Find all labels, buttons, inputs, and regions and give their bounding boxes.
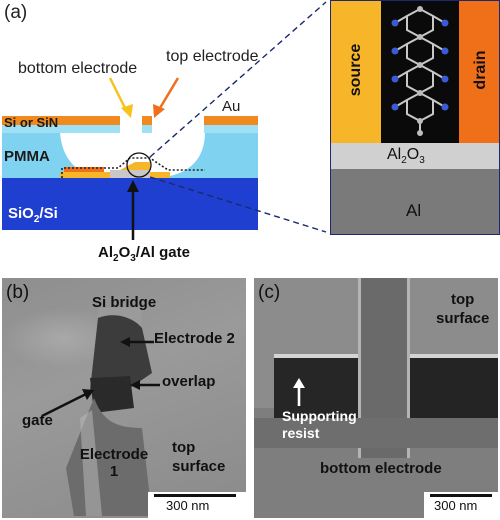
panel-b: (b) Si bridge Electrode 2 overlap gate E… bbox=[2, 278, 246, 518]
panel-c: (c) top surface Supporting resist bottom… bbox=[254, 278, 498, 518]
zoom-line-bottom bbox=[149, 176, 327, 233]
gate-step bbox=[120, 162, 150, 170]
inset-al2o3-layer bbox=[331, 143, 499, 169]
scale-bar-c-line bbox=[430, 494, 492, 497]
electrode-2-arrow bbox=[120, 337, 154, 347]
scale-bar-b-text: 300 nm bbox=[166, 498, 210, 513]
panel-a-label: (a) bbox=[4, 2, 28, 23]
top-surface-c-line2: surface bbox=[436, 310, 490, 327]
inset-drain-electrode bbox=[459, 1, 499, 143]
gate-text-1: Al bbox=[98, 244, 113, 261]
gate-b-arrow bbox=[41, 389, 94, 418]
top-surface-b-line2: surface bbox=[172, 458, 226, 475]
scale-bar-c-text: 300 nm bbox=[434, 498, 478, 513]
inset-al2o3-text-1: Al bbox=[387, 146, 402, 163]
label-au: Au bbox=[222, 98, 241, 115]
label-top-surface-b: top surface bbox=[172, 438, 225, 476]
overlap-arrow bbox=[130, 380, 160, 390]
label-gate: Al2O3/Al gate bbox=[98, 244, 190, 264]
molecule-inset: source drain Al2O3 Al bbox=[330, 0, 500, 235]
cross-section-diagram bbox=[2, 1, 327, 240]
si-sin-layer-right bbox=[142, 125, 152, 133]
sem-b-structure bbox=[66, 308, 152, 516]
label-electrode-1: Electrode 1 bbox=[74, 446, 154, 480]
electrode-2-shape bbox=[90, 315, 152, 390]
label-supporting-resist: Supporting resist bbox=[282, 408, 357, 442]
si-sin-layer-far-right bbox=[204, 125, 258, 133]
sio2-sub: 2 bbox=[33, 214, 40, 225]
zoom-circle bbox=[126, 152, 152, 178]
gate-sub-2: 3 bbox=[130, 253, 136, 264]
au-layer-mid bbox=[142, 116, 152, 125]
gate-oxide bbox=[110, 170, 150, 178]
panel-b-label: (b) bbox=[6, 282, 30, 303]
sem-c-cavity-right bbox=[404, 354, 498, 418]
label-sio2-si: SiO2/Si bbox=[8, 205, 58, 225]
sio2-text: SiO bbox=[8, 205, 34, 222]
inset-source-electrode bbox=[331, 1, 381, 143]
molecule-structure bbox=[391, 6, 449, 136]
electrode-1-highlight bbox=[80, 410, 102, 516]
electrode-1-line1: Electrode bbox=[79, 446, 149, 463]
label-overlap: overlap bbox=[162, 373, 216, 390]
au-layer-right bbox=[204, 116, 258, 125]
inset-label-al: Al bbox=[406, 201, 422, 220]
top-electrode-arrowhead bbox=[153, 104, 165, 118]
label-bottom-electrode-c: bottom electrode bbox=[320, 460, 442, 477]
pmma-layer bbox=[2, 132, 258, 178]
support-line2: resist bbox=[282, 425, 320, 441]
panel-c-label: (c) bbox=[258, 282, 281, 303]
sem-c-cavity-left bbox=[274, 354, 358, 422]
inset-label-al2o3: Al2O3 bbox=[387, 146, 425, 166]
gate-arrowhead bbox=[127, 180, 139, 192]
gate-text-2: O bbox=[118, 244, 131, 261]
label-electrode-2: Electrode 2 bbox=[154, 330, 235, 347]
gate-text-3: /Al gate bbox=[135, 244, 190, 261]
label-si-sin: Si or SiN bbox=[4, 115, 59, 130]
gate-sub-1: 2 bbox=[113, 253, 119, 264]
inset-al2o3-sub-2: 3 bbox=[419, 155, 425, 167]
support-line1: Supporting bbox=[282, 408, 357, 424]
overlap-region bbox=[90, 376, 134, 413]
electrode-1-line2: 1 bbox=[109, 463, 119, 480]
label-si-bridge: Si bridge bbox=[92, 294, 157, 311]
label-gate-b: gate bbox=[22, 412, 53, 429]
sem-c-lower-strip bbox=[254, 418, 498, 448]
sio2-tail: /Si bbox=[39, 205, 58, 222]
au-layer-left bbox=[2, 116, 120, 125]
inset-al2o3-sub-1: 2 bbox=[401, 155, 407, 167]
label-pmma: PMMA bbox=[4, 148, 50, 165]
inset-label-source: source bbox=[347, 43, 364, 97]
bottom-electrode-arrow bbox=[108, 77, 129, 113]
top-surface-b-line1: top bbox=[172, 439, 196, 456]
si-sin-layer-left bbox=[2, 125, 120, 133]
label-top-surface-c: top surface bbox=[436, 290, 489, 328]
label-bottom-electrode: bottom electrode bbox=[18, 60, 138, 77]
label-top-electrode: top electrode bbox=[166, 48, 259, 65]
inset-al2o3-text-2: O bbox=[406, 146, 420, 163]
top-surface-c-line1: top bbox=[451, 291, 475, 308]
top-electrode-arrow bbox=[158, 77, 180, 109]
scale-bar-b-line bbox=[154, 494, 236, 497]
bottom-electrode-arrowhead bbox=[121, 104, 133, 118]
inset-al-layer bbox=[331, 169, 499, 234]
top-electrode-film bbox=[64, 167, 104, 172]
zoom-line-top bbox=[149, 1, 327, 158]
supporting-resist-arrow bbox=[293, 378, 305, 406]
inset-label-drain: drain bbox=[472, 50, 489, 90]
